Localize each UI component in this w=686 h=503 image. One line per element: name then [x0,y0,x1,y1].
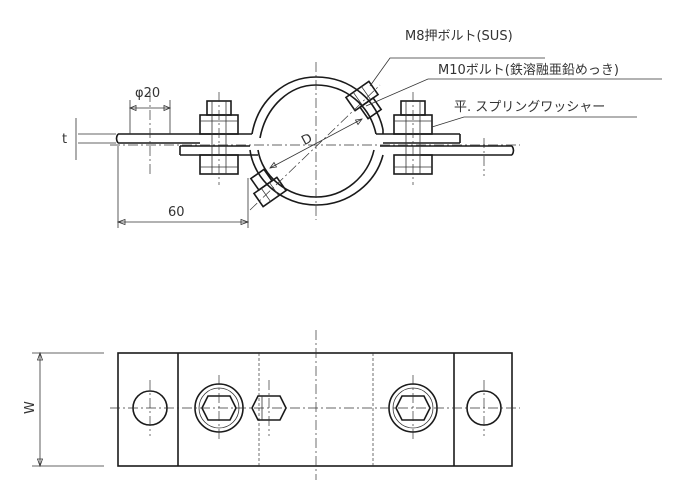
pipe-band-outer [251,76,384,135]
leader-m10 [365,78,662,107]
upper-band-right [376,133,461,144]
pipe-band-lower-outer [249,149,384,206]
left-flange [115,133,252,144]
dim-pipe-diameter: D [299,131,315,149]
dim-offset: 60 [168,205,185,220]
lower-m8-bolt [249,168,288,208]
leader-m8 [369,57,545,87]
label-m10-bolt: M10ボルト(鉄溶融亜鉛めっき) [438,63,619,78]
right-flange [380,145,515,156]
plan-view: W [23,330,520,480]
dim-hole-diameter: φ20 [135,86,160,101]
label-washer: 平. スプリングワッシャー [454,100,605,115]
dim-width: W [23,401,38,414]
plate-outline [117,352,513,467]
label-m8-set-bolt: M8押ボルト(SUS) [405,29,513,44]
dim-thickness: t [62,132,67,147]
pipe-band-inner [259,84,377,139]
front-view: M8押ボルト(SUS) M10ボルト(鉄溶融亜鉛めっき) 平. スプリングワッシ… [62,29,662,228]
upper-m8-bolt [344,80,383,120]
leader-washer [431,116,637,128]
